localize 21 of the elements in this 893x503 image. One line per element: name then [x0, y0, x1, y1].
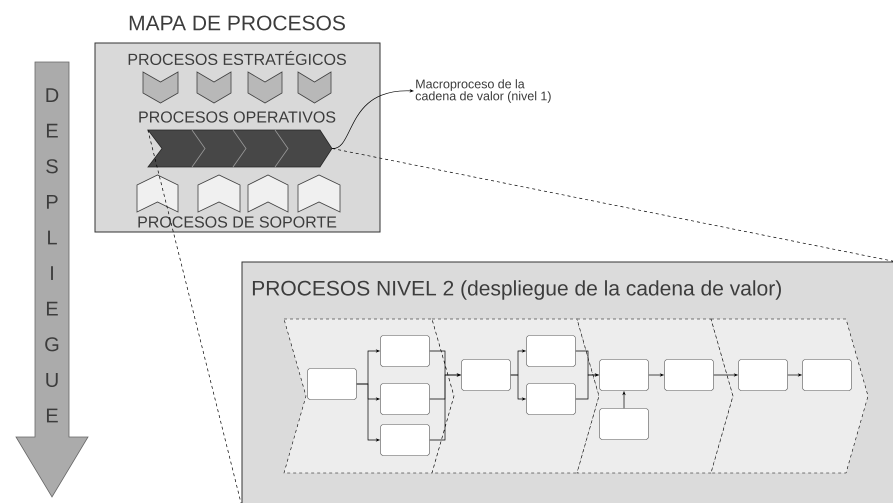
process-box [307, 368, 357, 400]
process-box [664, 359, 714, 391]
process-box [526, 335, 576, 367]
process-box [526, 383, 576, 415]
panel-title: PROCESOS NIVEL 2 (despliegue de la cadena de valor) [252, 280, 781, 300]
section-heading: PROCESOS ESTRATÉGICOS [128, 50, 346, 66]
process-box [461, 359, 511, 391]
process-box [802, 359, 852, 391]
projection-line [147, 129, 242, 503]
callout-text: Macroproceso de la cadena de valor (nivel 1) [416, 79, 551, 103]
process-box [380, 335, 430, 367]
process-box [738, 359, 788, 391]
process-box [599, 408, 649, 440]
projection-line [332, 148, 893, 262]
section-heading: PROCESOS DE SOPORTE [138, 216, 336, 228]
process-box [380, 424, 430, 456]
process-box [599, 359, 649, 391]
process-box [380, 383, 430, 415]
value-chain-band [147, 130, 332, 168]
map-title: MAPA DE PROCESOS [130, 16, 345, 30]
section-heading: PROCESOS OPERATIVOS [139, 111, 336, 123]
